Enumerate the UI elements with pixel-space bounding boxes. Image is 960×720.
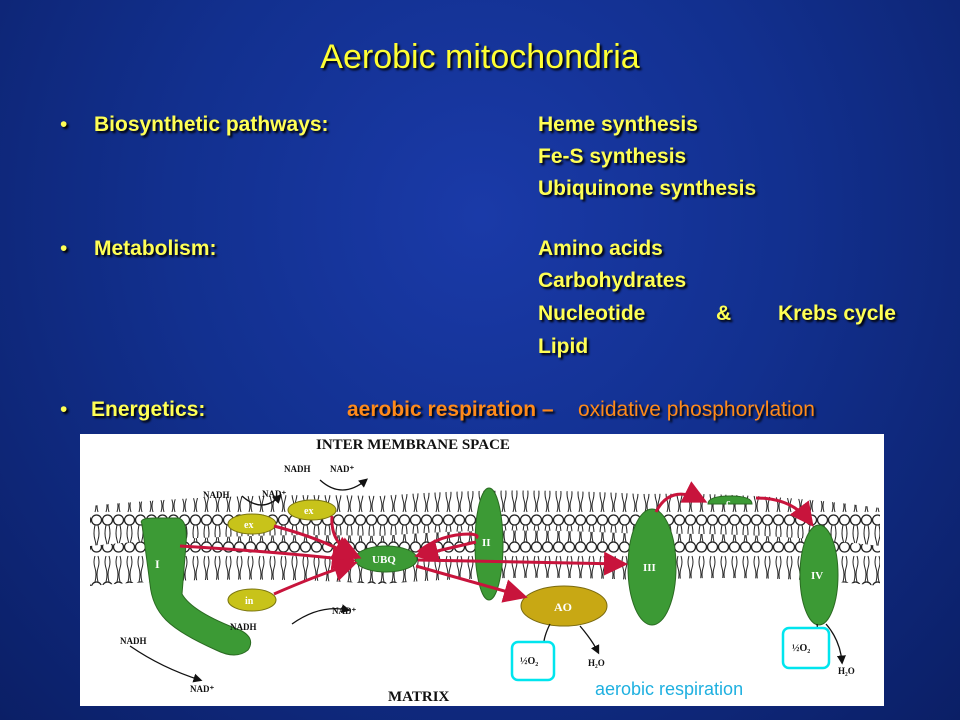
complex-ii — [474, 487, 504, 601]
complex-i — [140, 517, 252, 656]
metabolism-item: Lipid — [538, 335, 589, 358]
biosynthetic-item: Fe-S synthesis — [538, 145, 687, 168]
metabolism-item: Carbohydrates — [538, 269, 687, 292]
nad-plus-label: NAD⁺ — [262, 489, 286, 499]
transporter-in-label: in — [245, 596, 254, 607]
energetics-label: Energetics: — [91, 398, 206, 421]
electron-flow-arrows — [179, 481, 814, 603]
transporter-ex-2-label: ex — [304, 506, 313, 517]
metabolism-label: Metabolism: — [94, 237, 217, 260]
oxygen-highlight-box — [510, 640, 556, 682]
nadh-label: NADH — [120, 636, 147, 646]
reaction-arrows — [129, 478, 846, 683]
slide-title: Aerobic mitochondria — [320, 38, 640, 76]
energetics-value-1: aerobic respiration – — [347, 398, 554, 421]
biosynthetic-item: Ubiquinone synthesis — [538, 177, 757, 200]
metabolism-item: Amino acids — [538, 237, 663, 260]
biosynthetic-item: Heme synthesis — [538, 113, 698, 136]
complex-iii — [627, 508, 677, 626]
nad-plus-label: NAD⁺ — [330, 464, 354, 474]
cytochrome-c — [707, 495, 753, 505]
metabolism-item: Nucleotide — [538, 302, 646, 325]
complex-iv-label: IV — [811, 570, 823, 582]
ubiquinone-label: UBQ — [372, 554, 396, 566]
nad-plus-label: NAD⁺ — [332, 606, 356, 616]
intermembrane-space-label: INTER MEMBRANE SPACE — [316, 437, 510, 453]
nad-plus-label: NAD⁺ — [190, 684, 214, 694]
transporter-ex-1 — [227, 513, 277, 535]
nadh-label: NADH — [230, 622, 257, 632]
matrix-label: MATRIX — [388, 689, 450, 705]
water-label: H₂O — [588, 658, 605, 668]
bullet-dot: • — [60, 113, 68, 136]
biosynthetic-label: Biosynthetic pathways: — [94, 113, 329, 136]
aerobic-respiration-caption: aerobic respiration — [595, 679, 744, 699]
bullet-dot: • — [60, 237, 68, 260]
half-oxygen-label: ½O₂ — [792, 643, 810, 654]
nadh-label: NADH — [203, 490, 230, 500]
complex-iv — [799, 524, 839, 626]
metabolism-item: Krebs cycle — [778, 302, 896, 325]
complex-i-label: I — [155, 557, 160, 571]
nadh-label: NADH — [284, 464, 311, 474]
alternative-oxidase — [520, 585, 608, 627]
complex-iii-label: III — [643, 562, 656, 574]
metabolism-ampersand: & — [716, 302, 732, 325]
respiratory-chain-diagram: INTER MEMBRANE SPACE MATRIX I ex ex in I… — [80, 434, 884, 706]
complex-ii-label: II — [482, 537, 491, 549]
bullet-dot: • — [60, 398, 68, 421]
transporter-ex-2 — [287, 499, 337, 521]
alternative-oxidase-label: AO — [554, 600, 572, 614]
energetics-value-2: oxidative phosphorylation — [578, 398, 815, 421]
cytochrome-c-label: c — [726, 498, 731, 509]
water-label: H₂O — [838, 666, 855, 676]
transporter-ex-1-label: ex — [244, 520, 253, 531]
half-oxygen-label: ½O₂ — [520, 656, 538, 667]
oxygen-highlight-box — [781, 626, 831, 670]
transporter-in — [227, 588, 277, 612]
